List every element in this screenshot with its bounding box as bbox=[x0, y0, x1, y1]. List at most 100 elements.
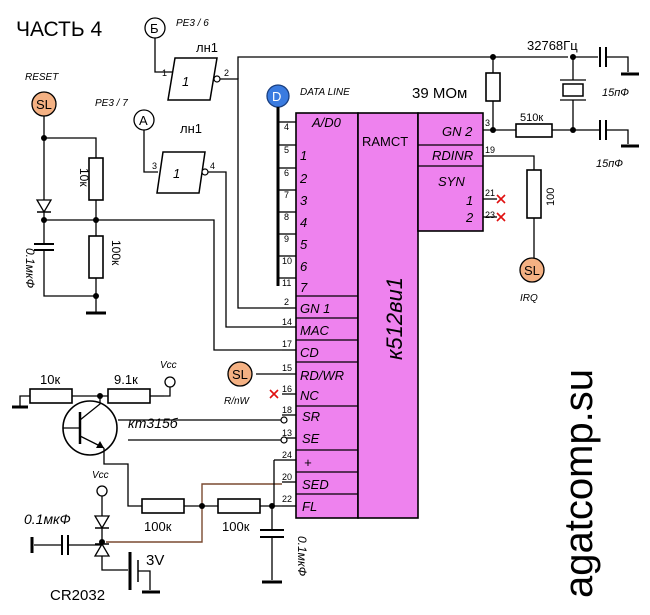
signal-data-line: DATA LINE bbox=[300, 87, 350, 98]
svg-text:18: 18 bbox=[282, 405, 292, 415]
svg-text:10: 10 bbox=[282, 256, 292, 266]
chip-k512vi1 bbox=[256, 112, 484, 519]
svg-text:A/D0: A/D0 bbox=[311, 115, 342, 130]
signal-rnw: R/nW bbox=[224, 396, 251, 407]
r-100-irq-resistor bbox=[526, 169, 542, 219]
svg-text:SR: SR bbox=[302, 409, 320, 424]
connector-a: А bbox=[133, 109, 155, 131]
svg-text:1: 1 bbox=[300, 148, 307, 163]
signal-pe36: PE3 / 6 bbox=[176, 18, 209, 29]
r-100k-a-label: 100к bbox=[144, 519, 172, 534]
svg-text:1: 1 bbox=[466, 193, 473, 208]
page-title: ЧАСТЬ 4 bbox=[16, 18, 102, 41]
svg-text:SL: SL bbox=[36, 97, 52, 112]
svg-text:22: 22 bbox=[282, 494, 292, 504]
svg-text:11: 11 bbox=[282, 278, 291, 288]
svg-text:4: 4 bbox=[284, 122, 289, 132]
vcc-terminal-bottom bbox=[96, 485, 108, 497]
r-91k-resistor bbox=[107, 388, 151, 404]
svg-text:19: 19 bbox=[485, 145, 495, 155]
svg-text:13: 13 bbox=[282, 428, 292, 438]
svg-text:D: D bbox=[272, 89, 281, 104]
cap-reset-label: 0.1мкФ bbox=[23, 248, 37, 289]
gate-2-name: лн1 bbox=[180, 121, 202, 136]
cap-batt-label: 0.1мкФ bbox=[24, 511, 71, 527]
svg-text:17: 17 bbox=[282, 339, 292, 349]
pin-2: 2 bbox=[224, 68, 229, 78]
connector-d: D bbox=[266, 84, 290, 108]
r-10k-reset-label: 10к bbox=[77, 168, 91, 187]
r-100k-reset-label: 100к bbox=[109, 240, 123, 266]
svg-text:GN 2: GN 2 bbox=[442, 124, 473, 139]
svg-text:2: 2 bbox=[299, 171, 308, 186]
svg-text:9: 9 bbox=[284, 234, 289, 244]
inverter-gate-2: 1 bbox=[156, 151, 209, 194]
svg-text:6: 6 bbox=[284, 168, 289, 178]
svg-text:7: 7 bbox=[300, 280, 308, 295]
svg-text:7: 7 bbox=[284, 190, 289, 200]
svg-text:MAC: MAC bbox=[300, 323, 330, 338]
cap-batt bbox=[61, 535, 69, 555]
watermark-site: agatcomp.su bbox=[557, 369, 601, 598]
svg-text:5: 5 bbox=[284, 145, 289, 155]
r-91k-label: 9.1к bbox=[114, 372, 138, 387]
r-10k-bias-resistor bbox=[29, 388, 73, 404]
signal-vcc-bottom: Vcc bbox=[92, 470, 109, 481]
r-510k-resistor bbox=[515, 123, 553, 138]
r-100-irq-label: 100 bbox=[545, 188, 557, 206]
cap-fl-label: 0.1мкФ bbox=[295, 536, 309, 577]
crystal-resonator bbox=[560, 79, 586, 101]
svg-text:Б: Б bbox=[150, 21, 159, 36]
signal-reset: RESET bbox=[25, 72, 59, 83]
svg-text:23: 23 bbox=[485, 210, 495, 220]
svg-text:GN 1: GN 1 bbox=[300, 301, 330, 316]
crystal-frequency-label: 32768Гц bbox=[527, 38, 578, 53]
svg-text:15: 15 bbox=[282, 363, 292, 373]
svg-text:5: 5 bbox=[300, 237, 308, 252]
battery-voltage-label: 3V bbox=[146, 552, 164, 569]
r-39m-label: 39 МОм bbox=[412, 85, 467, 102]
svg-text:NC: NC bbox=[300, 388, 319, 403]
svg-text:2: 2 bbox=[284, 297, 289, 307]
svg-text:+: + bbox=[304, 455, 312, 470]
r-100k-b-resistor bbox=[217, 498, 261, 514]
signal-vcc-top: Vcc bbox=[160, 360, 177, 371]
chip-name: к512ви1 bbox=[382, 277, 407, 360]
transistor-kt315b bbox=[62, 396, 118, 456]
svg-text:SED: SED bbox=[302, 477, 329, 492]
junction-dots-reset bbox=[41, 135, 99, 299]
pin-terminals-sr-se bbox=[280, 416, 288, 444]
cap-15pf-top-label: 15пФ bbox=[602, 87, 629, 99]
svg-text:3: 3 bbox=[485, 118, 490, 128]
cap-fl bbox=[260, 529, 284, 538]
inverter-gate-1: 1 bbox=[167, 57, 221, 101]
cap-15pf-top bbox=[599, 47, 607, 67]
gate-1-name: лн1 bbox=[196, 40, 218, 55]
junction-dots-osc bbox=[490, 54, 576, 133]
transistor-label: кт315б bbox=[128, 415, 179, 431]
gate-1-symbol: 1 bbox=[182, 74, 189, 89]
r-10k-bias-label: 10к bbox=[40, 372, 60, 387]
battery-cr2032 bbox=[128, 552, 139, 590]
r-100k-b-label: 100к bbox=[222, 519, 250, 534]
svg-text:RDINR: RDINR bbox=[432, 148, 473, 163]
svg-text:6: 6 bbox=[300, 259, 308, 274]
r-100k-a-resistor bbox=[141, 498, 185, 514]
r-510k-label: 510к bbox=[520, 112, 543, 124]
connector-b: Б bbox=[144, 17, 166, 39]
signal-irq: IRQ bbox=[520, 293, 538, 304]
pin-3: 3 bbox=[152, 161, 157, 171]
cap-15pf-bot bbox=[599, 120, 607, 140]
svg-text:CD: CD bbox=[300, 345, 319, 360]
svg-text:14: 14 bbox=[282, 317, 292, 327]
svg-text:3: 3 bbox=[300, 193, 308, 208]
svg-text:FL: FL bbox=[302, 499, 317, 514]
nc-marker-23 bbox=[496, 212, 506, 222]
chip-right-pins: GN 2 3 RDINR 19 SYN 1 21 2 23 bbox=[432, 118, 495, 225]
svg-text:4: 4 bbox=[300, 215, 307, 230]
svg-text:SYN: SYN bbox=[438, 174, 465, 189]
svg-text:8: 8 bbox=[284, 212, 289, 222]
svg-text:20: 20 bbox=[282, 472, 292, 482]
sl-rnw: SL bbox=[227, 361, 253, 387]
chip-section-label: RAMCT bbox=[362, 134, 408, 149]
